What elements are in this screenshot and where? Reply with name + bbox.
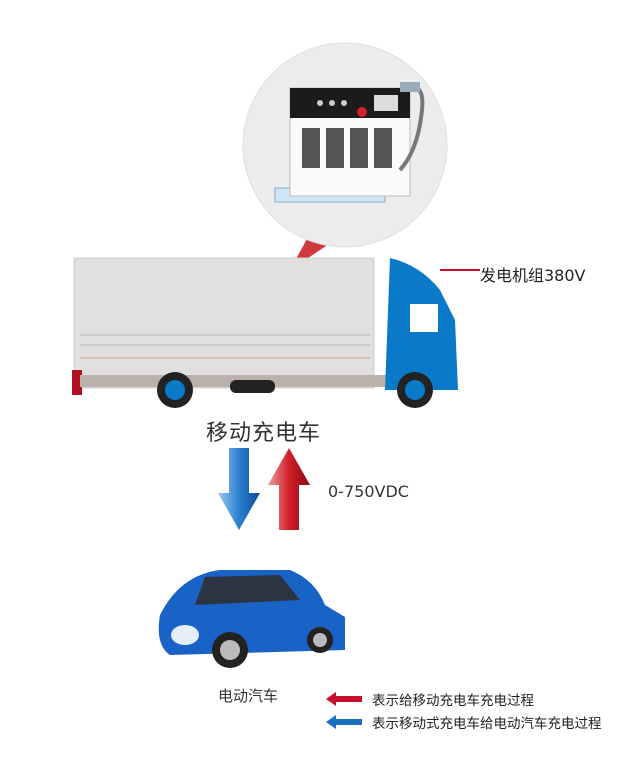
generator-label: 发电机组380V xyxy=(480,266,586,285)
voltage-label: 0-750VDC xyxy=(328,482,409,501)
legend-text: 表示移动式充电车给电动汽车充电过程 xyxy=(372,716,602,732)
charger-cabinet-icon xyxy=(274,82,425,203)
red-left-arrow-icon xyxy=(326,692,362,706)
charger-callout xyxy=(242,42,448,270)
truck-label: 移动充电车 xyxy=(206,421,322,446)
down-blue-arrow-icon xyxy=(218,448,260,530)
blue-left-arrow-icon xyxy=(326,715,362,729)
mobile-charging-truck xyxy=(72,257,480,408)
legend-item-car-charging: 表示移动式充电车给电动汽车充电过程 xyxy=(326,712,602,732)
electric-car xyxy=(158,570,345,668)
car-label: 电动汽车 xyxy=(218,687,279,705)
legend-text: 表示给移动充电车充电过程 xyxy=(372,693,534,709)
up-red-arrow-icon xyxy=(268,448,310,530)
legend-item-truck-charging: 表示给移动充电车充电过程 xyxy=(326,689,534,709)
